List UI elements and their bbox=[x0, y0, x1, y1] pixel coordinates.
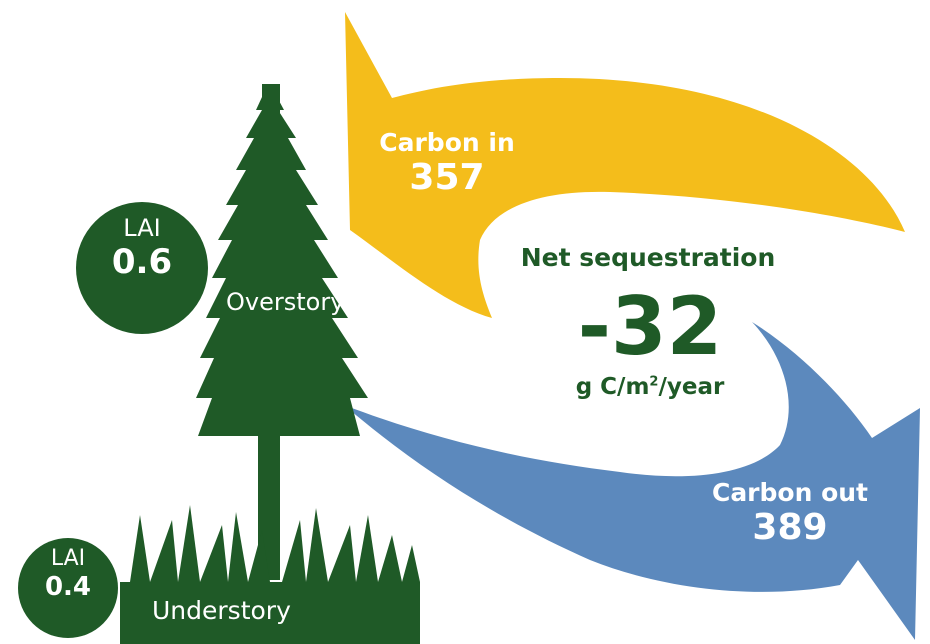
carbon-in-value: 357 bbox=[409, 157, 485, 198]
understory-lai-value: 0.4 bbox=[44, 572, 92, 602]
unit-suffix: /year bbox=[658, 374, 725, 400]
carbon-out-title: Carbon out bbox=[711, 478, 869, 507]
overstory-lai-label: LAI bbox=[123, 214, 161, 242]
unit-exponent: 2 bbox=[649, 374, 659, 390]
carbon-in-label: Carbon in 357 bbox=[352, 128, 542, 199]
understory-lai-text: LAI 0.4 bbox=[20, 546, 116, 603]
overstory-lai-text: LAI 0.6 bbox=[76, 214, 208, 282]
understory-lai-label: LAI bbox=[50, 546, 86, 571]
tree-icon bbox=[196, 84, 368, 580]
overstory-label: Overstory bbox=[226, 288, 345, 316]
overstory-lai-badge bbox=[76, 202, 208, 334]
carbon-out-label: Carbon out 389 bbox=[690, 478, 890, 549]
carbon-out-value: 389 bbox=[752, 507, 828, 548]
carbon-out-arrow bbox=[344, 322, 920, 640]
carbon-in-arrow bbox=[345, 12, 905, 318]
carbon-in-title: Carbon in bbox=[379, 128, 515, 157]
understory-lai-badge bbox=[18, 538, 118, 638]
understory-label: Understory bbox=[152, 596, 291, 625]
net-sequestration-title: Net sequestration bbox=[520, 243, 776, 272]
net-sequestration-unit: g C/m2/year bbox=[540, 374, 760, 400]
net-sequestration-value: -32 bbox=[577, 280, 723, 373]
unit-prefix: g C/m bbox=[575, 374, 650, 400]
grass-icon bbox=[120, 505, 420, 644]
overstory-lai-value: 0.6 bbox=[111, 242, 173, 282]
